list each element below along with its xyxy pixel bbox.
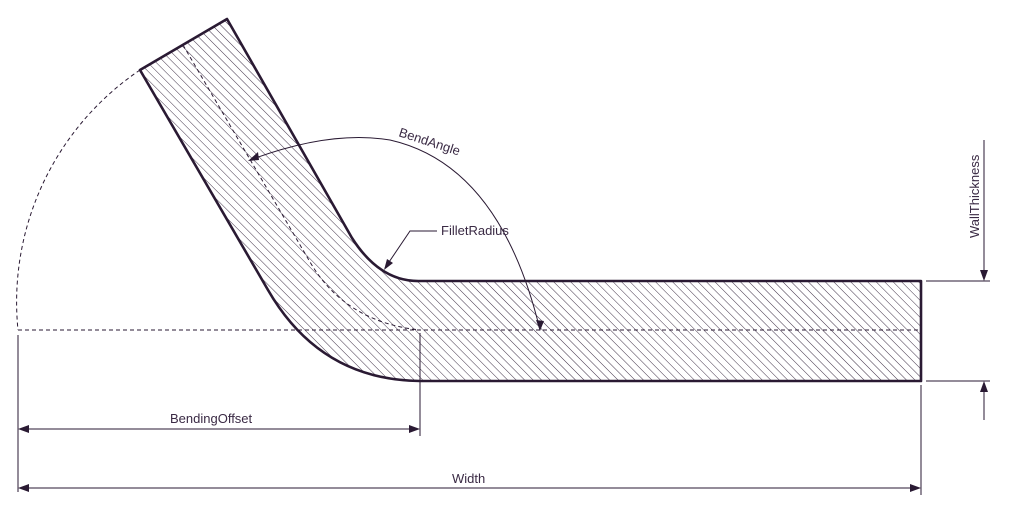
wall-thickness-arrow-bottom <box>980 381 988 392</box>
bending-offset-arrow-left <box>18 425 29 433</box>
reference-arc <box>16 69 141 331</box>
fillet-radius-label: FilletRadius <box>441 223 509 238</box>
width-arrow-left <box>18 484 29 492</box>
bent-plate <box>138 17 923 383</box>
bending-offset-label: BendingOffset <box>170 411 253 426</box>
bending-offset-arrow-right <box>409 425 420 433</box>
bend-angle-label: BendAngle <box>397 125 462 159</box>
fillet-radius-arrow <box>384 259 393 270</box>
width-arrow-right <box>910 484 921 492</box>
bend-angle-arrow-start <box>248 152 259 161</box>
fillet-radius-leader <box>384 230 437 269</box>
bend-angle-arrow-end <box>536 320 544 331</box>
width-label: Width <box>452 471 485 486</box>
bend-angle-arc <box>249 137 541 331</box>
wall-thickness-label: WallThickness <box>967 154 982 238</box>
wall-thickness-arrow-top <box>980 270 988 281</box>
